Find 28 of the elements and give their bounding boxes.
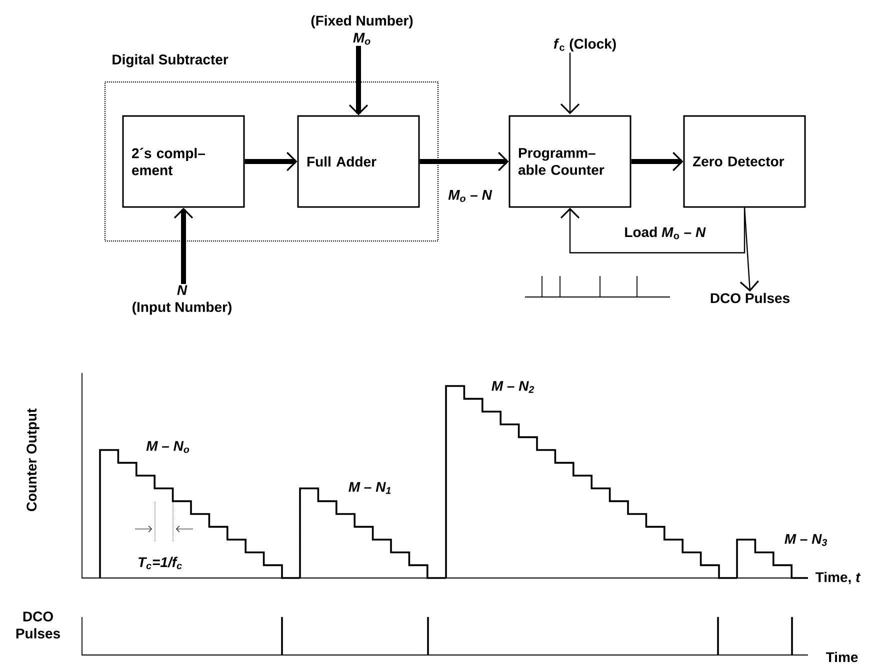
arrow: [560, 52, 580, 114]
input-label: (Fixed Number) M$_{o}$: [311, 15, 413, 45]
process-box: 2´s compl– ement: [122, 115, 245, 208]
axis-title: DCO Pulses: [16, 612, 60, 638]
input-label: f$_{c}$ (Clock): [554, 38, 616, 52]
process-box: Full Adder: [297, 115, 420, 208]
axis-title: Counter Output: [26, 408, 40, 512]
waveform-label: M – N$_{o}$: [146, 441, 190, 453]
process-box: Programm– able Counter: [508, 115, 632, 208]
input-label: N (Input Number): [132, 285, 232, 315]
arrow: [174, 208, 194, 284]
group-heading: Digital Subtracter: [112, 54, 228, 68]
waveform-label: M – N$_{2}$: [492, 381, 534, 393]
waveform-label: M – N$_{1}$: [348, 482, 391, 494]
arrow: [420, 152, 509, 172]
period-label: T$_{c}$=1/f$_{c}$: [138, 556, 182, 570]
waveform-label: M – N$_{3}$: [784, 534, 828, 546]
arrow: [560, 208, 746, 254]
arrow: [348, 46, 368, 116]
arrow: [631, 152, 684, 172]
arrow: [740, 208, 759, 292]
edge-label: M$_{o}$ – N: [448, 190, 492, 202]
axis-label: Time, t: [816, 572, 861, 584]
edge-label: Load M$_{o}$ – N: [625, 226, 706, 240]
arrow: [244, 152, 298, 172]
axis-label: Time: [826, 652, 858, 662]
process-box: Zero Detector: [683, 115, 806, 208]
signal-label: DCO Pulses: [710, 292, 790, 304]
